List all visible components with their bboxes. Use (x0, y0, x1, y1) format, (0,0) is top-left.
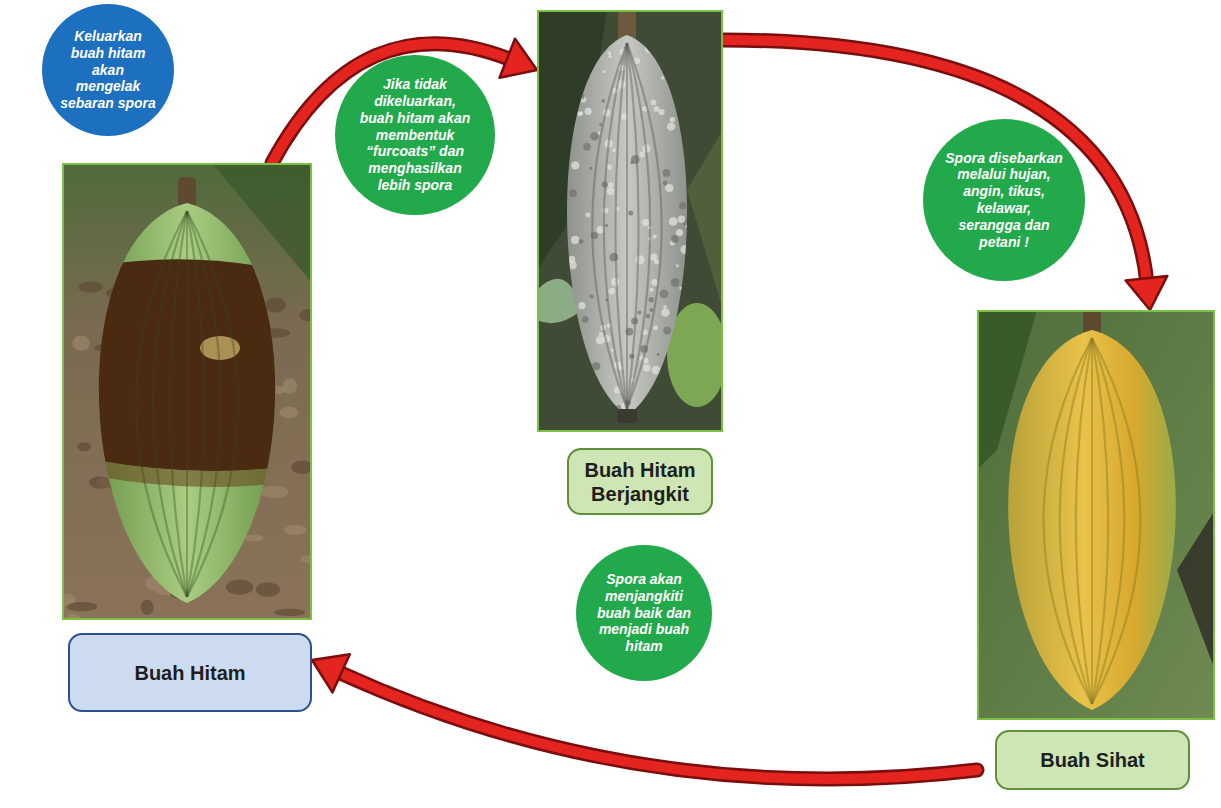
circle-text: Spora disebarkan melalui hujan, angin, t… (944, 150, 1064, 251)
pod-stage: Buah Sihat (977, 310, 1215, 790)
stage-label: Buah Hitam Berjangkit (567, 448, 713, 515)
stage-label-text: Buah Sihat (1040, 748, 1144, 772)
info-circle: Jika tidak dikeluarkan, buah hitam akan … (335, 55, 495, 215)
circle-text: Jika tidak dikeluarkan, buah hitam akan … (356, 76, 474, 194)
circle-text: Keluarkan buah hitam akan mengelak sebar… (59, 28, 157, 112)
pod-stage: Buah Hitam (62, 163, 312, 712)
pod-photo (62, 163, 312, 620)
info-circle: Spora disebarkan melalui hujan, angin, t… (923, 119, 1085, 281)
info-circle: Keluarkan buah hitam akan mengelak sebar… (42, 4, 174, 136)
cycle-arrow (723, 40, 1167, 310)
pod-stage: Buah Hitam Berjangkit (537, 10, 723, 515)
pod-photo (537, 10, 723, 432)
stage-label: Buah Hitam (68, 633, 312, 712)
circle-text: Spora akan menjangkiti buah baik dan men… (594, 571, 695, 655)
info-circle: Spora akan menjangkiti buah baik dan men… (576, 545, 712, 681)
pod-photo (977, 310, 1215, 720)
stage-label-text: Buah Hitam Berjangkit (577, 458, 703, 506)
stage-label: Buah Sihat (995, 730, 1190, 790)
stage-label-text: Buah Hitam (134, 661, 245, 685)
